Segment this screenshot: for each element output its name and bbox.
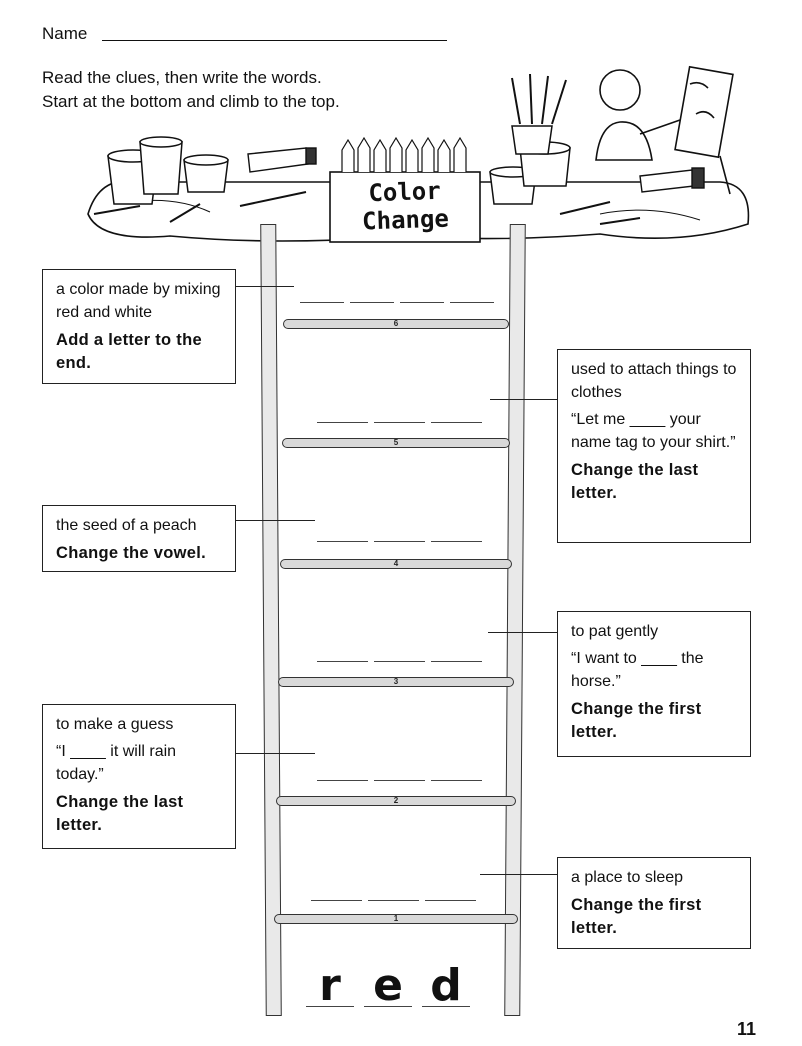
ladder-left-rail xyxy=(260,224,282,1016)
connector-line xyxy=(236,520,315,521)
clue-box-1: a place to sleep Change the first letter… xyxy=(557,857,751,949)
answer-blanks-6[interactable] xyxy=(300,302,494,303)
clue-instruction: Add a letter to the end. xyxy=(56,331,202,372)
clue-example: “I ____ it will rain today.” xyxy=(56,743,177,783)
clue-box-2: to make a guess “I ____ it will rain tod… xyxy=(42,704,236,849)
boy-painting-icon xyxy=(595,65,734,195)
starting-letter: r xyxy=(306,964,354,1008)
rung-6: 6 xyxy=(283,319,509,329)
instructions-line-1: Read the clues, then write the words. xyxy=(42,68,322,87)
paint-cup-icon xyxy=(107,136,229,205)
rung-1: 1 xyxy=(274,914,518,924)
rung-2: 2 xyxy=(276,796,516,806)
connector-line xyxy=(490,399,558,400)
answer-blanks-1[interactable] xyxy=(311,900,476,901)
clue-definition: to pat gently xyxy=(571,623,659,640)
answer-blanks-5[interactable] xyxy=(317,422,482,423)
name-field[interactable] xyxy=(102,40,447,41)
rung-5: 5 xyxy=(282,438,510,448)
rung-4: 4 xyxy=(280,559,512,569)
clue-box-4: the seed of a peach Change the vowel. xyxy=(42,505,236,572)
connector-line xyxy=(236,286,294,287)
paint-tube-icon xyxy=(247,147,317,173)
starting-word: r e d xyxy=(306,964,470,1008)
name-label: Name xyxy=(42,24,88,43)
instructions-line-2: Start at the bottom and climb to the top… xyxy=(42,92,340,111)
answer-blanks-3[interactable] xyxy=(317,661,482,662)
instructions: Read the clues, then write the words. St… xyxy=(42,66,340,114)
clue-example: “I want to ____ the horse.” xyxy=(571,650,704,690)
clue-example: “Let me ____ your name tag to your shirt… xyxy=(571,411,736,451)
rung-3: 3 xyxy=(278,677,514,687)
starting-letter: d xyxy=(422,964,470,1008)
clue-box-3: to pat gently “I want to ____ the horse.… xyxy=(557,611,751,757)
art-supplies-illustration xyxy=(87,65,750,243)
connector-line xyxy=(236,753,315,754)
ladder-right-rail xyxy=(504,224,526,1016)
clue-definition: a place to sleep xyxy=(571,869,684,886)
clue-instruction: Change the vowel. xyxy=(56,544,206,562)
clue-instruction: Change the last letter. xyxy=(56,793,184,834)
clue-instruction: Change the first letter. xyxy=(571,896,702,937)
crayon-box-icon xyxy=(329,136,481,243)
clue-instruction: Change the first letter. xyxy=(571,700,702,741)
answer-blanks-2[interactable] xyxy=(317,780,482,781)
clue-instruction: Change the last letter. xyxy=(571,461,699,502)
clue-box-6: a color made by mixing red and white Add… xyxy=(42,269,236,384)
starting-letter: e xyxy=(364,964,412,1008)
answer-blanks-4[interactable] xyxy=(317,541,482,542)
connector-line xyxy=(480,874,558,875)
sign-line-2: Change xyxy=(361,204,450,236)
clue-box-5: used to attach things to clothes “Let me… xyxy=(557,349,751,543)
clue-definition: a color made by mixing red and white xyxy=(56,281,221,321)
page-number: 11 xyxy=(736,1019,756,1039)
paintbrush-icon xyxy=(93,191,641,225)
clue-definition: to make a guess xyxy=(56,716,174,733)
clue-definition: the seed of a peach xyxy=(56,517,197,534)
color-change-sign: Color Change xyxy=(329,175,481,236)
clue-definition: used to attach things to clothes xyxy=(571,361,737,401)
connector-line xyxy=(488,632,558,633)
